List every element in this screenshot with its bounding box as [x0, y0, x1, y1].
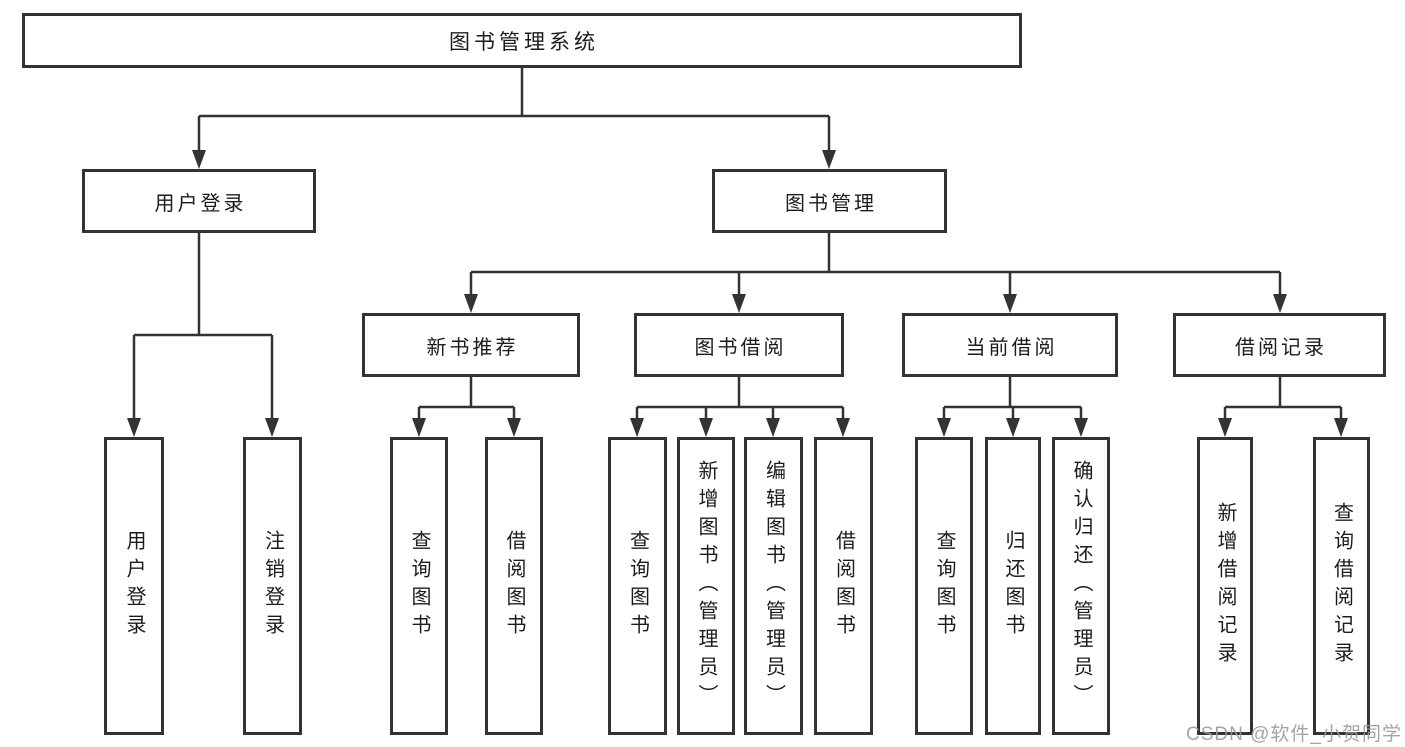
node-leaf-confirm-return-admin: 确认归还（管理员）	[1052, 437, 1110, 735]
node-leaf-query-book-b: 查询图书	[608, 437, 667, 735]
node-leaf-query-borrow-record: 查询借阅记录	[1313, 437, 1370, 735]
node-leaf-add-book-admin: 新增图书（管理员）	[677, 437, 735, 735]
node-book-management: 图书管理	[712, 169, 947, 233]
node-leaf-logout: 注销登录	[243, 437, 302, 735]
node-borrowing-records: 借阅记录	[1173, 313, 1386, 377]
node-leaf-query-book-a: 查询图书	[390, 437, 448, 735]
node-leaf-borrow-book-b: 借阅图书	[814, 437, 873, 735]
node-leaf-user-login: 用户登录	[104, 437, 164, 735]
node-new-book-recommend: 新书推荐	[362, 313, 580, 377]
node-leaf-borrow-book-a: 借阅图书	[485, 437, 543, 735]
node-book-borrowing: 图书借阅	[634, 313, 844, 377]
node-current-borrowing: 当前借阅	[902, 313, 1118, 377]
node-leaf-query-book-c: 查询图书	[915, 437, 973, 735]
node-root: 图书管理系统	[22, 13, 1022, 68]
node-user-login: 用户登录	[82, 169, 316, 233]
node-leaf-add-borrow-record: 新增借阅记录	[1197, 437, 1253, 735]
node-leaf-edit-book-admin: 编辑图书（管理员）	[744, 437, 803, 735]
node-leaf-return-book: 归还图书	[985, 437, 1041, 735]
csdn-watermark: CSDN @软件_小贺同学	[1186, 724, 1402, 745]
